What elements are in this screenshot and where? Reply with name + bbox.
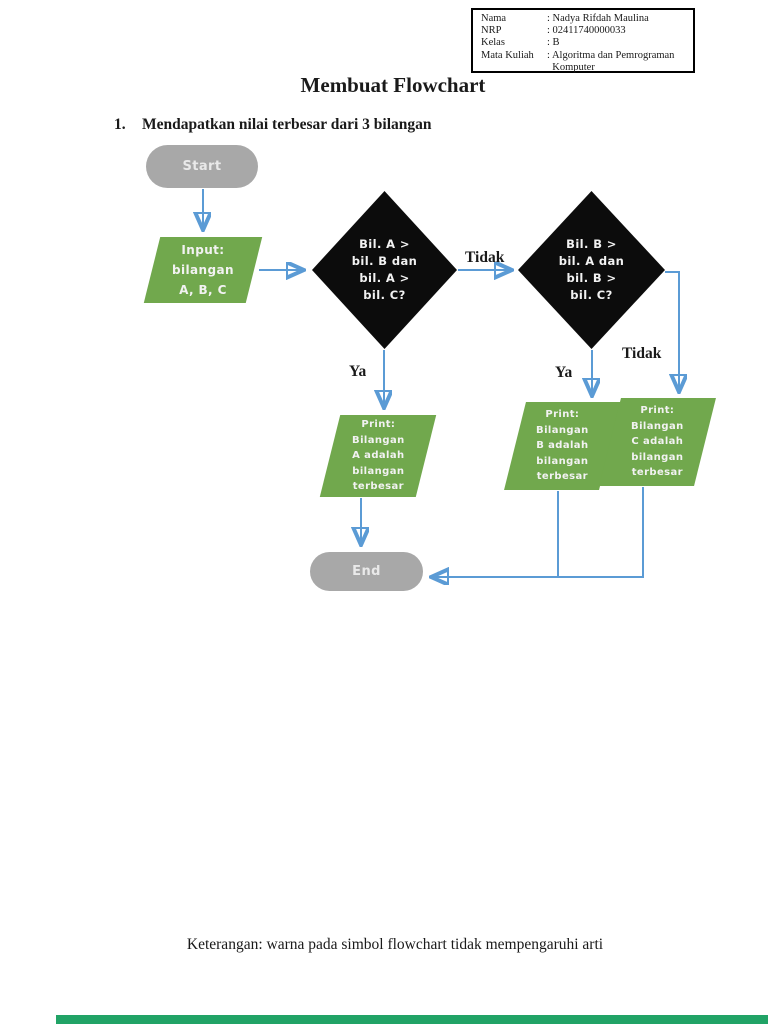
footer-accent-bar <box>56 1015 768 1024</box>
student-info-box: Nama : Nadya Rifdah Maulina NRP : 024117… <box>471 8 695 73</box>
print-a-label: Print: Bilangan A adalah bilangan terbes… <box>351 419 405 493</box>
section-text: Mendapatkan nilai terbesar dari 3 bilang… <box>142 116 432 133</box>
branch-label-ya-2: Ya <box>555 364 573 381</box>
section-number: 1. <box>114 116 126 133</box>
start-node: Start <box>146 145 258 188</box>
decision1-label: Bil. A > bil. B dan bil. A > bil. C? <box>351 237 418 302</box>
info-row-nrp: NRP : 02411740000033 <box>481 25 687 37</box>
branch-label-ya-1: Ya <box>349 363 367 380</box>
section-heading: 1. Mendapatkan nilai terbesar dari 3 bila… <box>114 116 432 134</box>
connector-merge-to-end <box>434 487 644 577</box>
info-value: : Algoritma dan Pemrograman Komputer <box>547 49 675 73</box>
branch-label-tidak-2: Tidak <box>622 345 662 362</box>
info-value: : 02411740000033 <box>547 25 626 37</box>
info-label: Mata Kuliah <box>481 49 534 61</box>
info-label: NRP <box>481 25 502 37</box>
info-row-kelas: Kelas : B <box>481 37 687 49</box>
info-label: Nama <box>481 13 507 24</box>
branch-label-tidak-1: Tidak <box>465 249 505 266</box>
input-node: Input: bilangan A, B, C <box>143 237 263 303</box>
footer-caption: Keterangan: warna pada simbol flowchart … <box>186 936 604 953</box>
info-row-nama: Nama : Nadya Rifdah Maulina <box>481 13 687 25</box>
start-label: Start <box>182 159 222 174</box>
page-title: Membuat Flowchart <box>300 73 486 97</box>
decision2-label: Bil. B > bil. A dan bil. B > bil. C? <box>558 237 625 302</box>
end-label: End <box>352 564 381 579</box>
input-label: Input: bilangan A, B, C <box>172 243 234 297</box>
print-b-label: Print: Bilangan B adalah bilangan terbes… <box>536 409 589 483</box>
info-value: : Nadya Rifdah Maulina <box>547 13 649 24</box>
info-value: : B <box>547 37 560 49</box>
info-label: Kelas <box>481 37 505 49</box>
info-row-mata-kuliah: Mata Kuliah : Algoritma dan Pemrograman … <box>481 50 687 74</box>
connector-decision2-tidak-to-print-c <box>665 271 679 389</box>
end-node: End <box>310 552 423 591</box>
print-node-a: Print: Bilangan A adalah bilangan terbes… <box>319 415 437 497</box>
print-c-label: Print: Bilangan C adalah bilangan terbes… <box>631 405 684 479</box>
